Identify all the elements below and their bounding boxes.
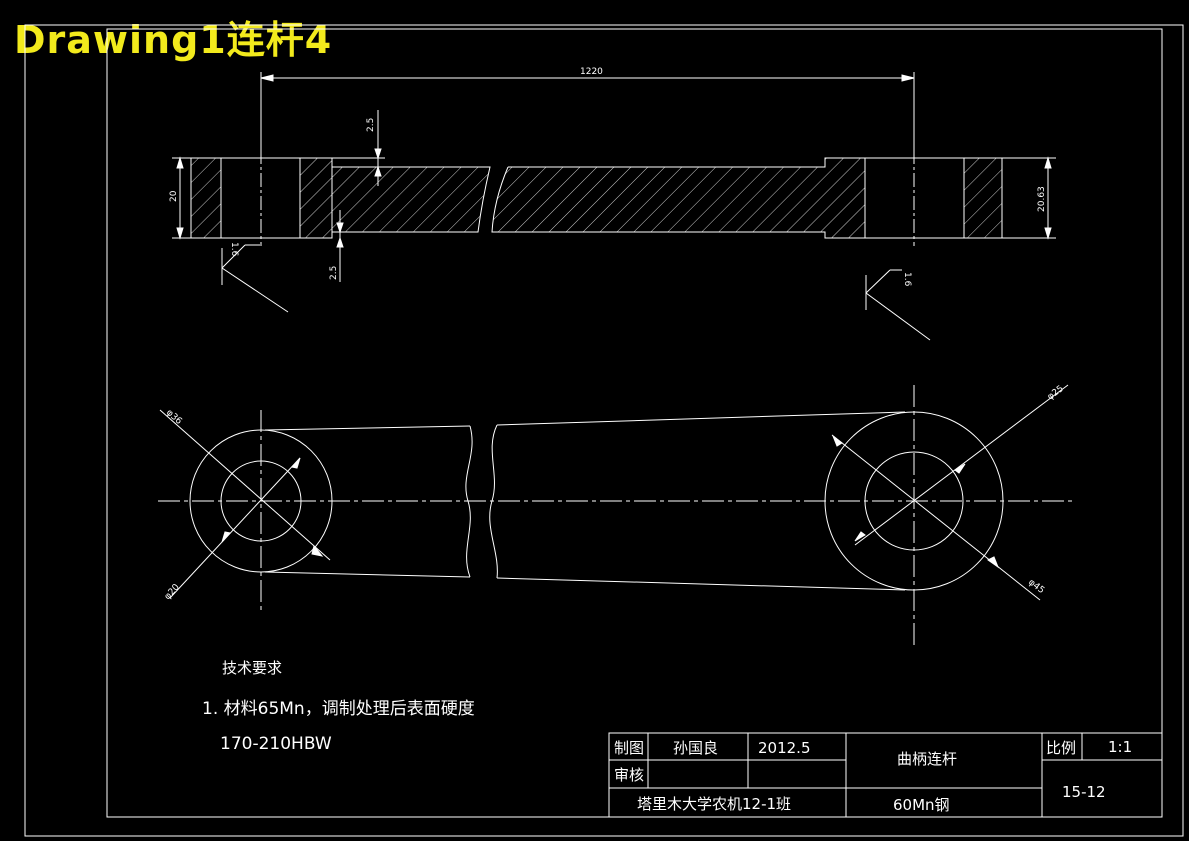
hatch-left-1 xyxy=(191,158,221,238)
tb-date: 2012.5 xyxy=(758,739,811,757)
break-line-left xyxy=(465,425,473,578)
break-line-right xyxy=(489,424,498,579)
arm-edge-bottom-right xyxy=(496,577,906,591)
roughness-symbol-right xyxy=(865,269,931,341)
title-block-frame xyxy=(608,732,1163,818)
tb-drawing-no: 15-12 xyxy=(1062,783,1106,801)
dia-left-inner-arrow xyxy=(291,457,301,469)
dim-dia-right-inner: φ45 xyxy=(1026,577,1046,596)
tb-material: 60Mn钢 xyxy=(893,796,950,814)
plan-view xyxy=(158,384,1076,645)
tb-drawn-label: 制图 xyxy=(614,739,644,757)
dim-1220-arrow-right xyxy=(901,74,915,82)
dim-dia-left-outer: φ36 xyxy=(164,408,184,427)
dim-left-thickness: 20 xyxy=(169,190,179,202)
dim-overall-length: 1220 xyxy=(580,67,603,77)
hatch-right-2 xyxy=(964,158,1002,238)
title-block xyxy=(608,732,1163,818)
dim-1220-arrow-left xyxy=(260,74,274,82)
dim-groove-top: 2.5 xyxy=(366,118,376,132)
dia-right-inner-arrow xyxy=(831,434,843,447)
tb-part-name: 曲柄连杆 xyxy=(897,750,957,768)
dia-left-inner-leader xyxy=(169,457,301,599)
dim-left-thk-arrow-bot xyxy=(176,227,184,240)
left-shank-outline xyxy=(332,166,491,233)
hatch-right-1 xyxy=(492,158,865,238)
dia-right-inner-leader xyxy=(831,434,1041,601)
tb-school: 塔里木大学农机12-1班 xyxy=(637,795,791,813)
dim-groove-top-arrow-2 xyxy=(374,165,382,177)
tb-drawn-by: 孙国良 xyxy=(673,739,718,757)
left-hub-outer-circle xyxy=(189,429,333,573)
arm-edge-top-right xyxy=(496,411,906,426)
dim-left-thk-arrow-top xyxy=(176,156,184,169)
right-hub-inner-circle xyxy=(864,451,964,551)
dim-groove-bot-arrow-2 xyxy=(336,236,344,248)
dia-right-outer-arrow xyxy=(954,463,966,474)
dia-left-inner-arrow-2 xyxy=(221,531,231,543)
dim-right-thk-arrow-bot xyxy=(1044,227,1052,240)
dia-right-outer-arrow-2 xyxy=(854,531,866,542)
side-view xyxy=(172,72,1056,341)
roughness-symbol-left xyxy=(221,244,289,313)
tb-check-label: 审核 xyxy=(614,766,644,784)
dim-groove-bot-arrow-1 xyxy=(336,222,344,234)
dim-right-thickness: 20.63 xyxy=(1037,186,1047,212)
outer-frame xyxy=(24,24,1184,837)
dim-groove-top-arrow-1 xyxy=(374,148,382,160)
arm-edge-top-left xyxy=(264,425,471,431)
tb-scale-value: 1:1 xyxy=(1108,738,1132,756)
dia-right-outer-leader xyxy=(854,384,1069,546)
dim-groove-bottom: 2.5 xyxy=(329,266,339,280)
dim-roughness-right: 1.6 xyxy=(902,272,912,287)
notes-line-2: 170-210HBW xyxy=(220,734,332,754)
notes-line-1: 1. 材料65Mn，调制处理后表面硬度 xyxy=(202,699,475,719)
tb-scale-label: 比例 xyxy=(1046,739,1076,757)
dim-dia-left-inner: φ20 xyxy=(163,582,182,602)
dia-left-outer-arrow xyxy=(311,544,324,557)
hatch-left-2 xyxy=(300,158,490,238)
dia-right-inner-arrow-2 xyxy=(987,556,1000,569)
dim-roughness-left: 1.6 xyxy=(229,242,239,257)
dim-dia-right-outer: φ25 xyxy=(1046,384,1066,402)
left-hub-inner-circle xyxy=(220,460,302,542)
arm-edge-bottom-left xyxy=(264,571,471,578)
dim-right-thk-arrow-top xyxy=(1044,156,1052,169)
dia-left-outer-leader xyxy=(159,409,331,561)
right-hub-outer-circle xyxy=(824,411,1004,591)
notes-heading: 技术要求 xyxy=(222,659,282,677)
